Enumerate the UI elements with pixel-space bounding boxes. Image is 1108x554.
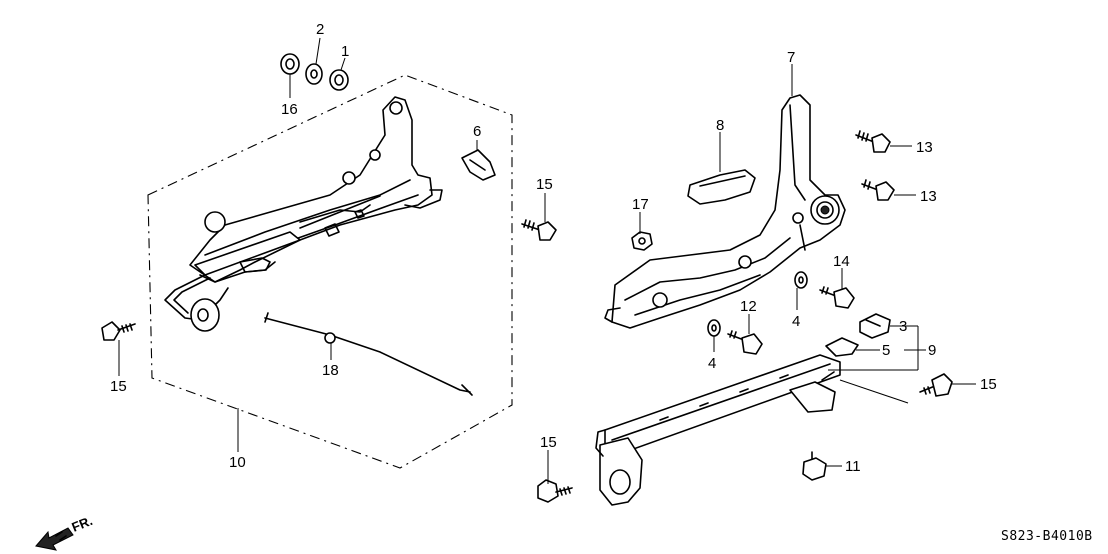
- nut-17: [631, 231, 653, 251]
- nut-16: [280, 53, 300, 75]
- callout-8: 8: [716, 117, 724, 134]
- callout-6: 6: [473, 123, 481, 140]
- callout-15-upper: 15: [536, 176, 553, 193]
- part-6-bracket: [461, 149, 496, 181]
- cover-8: [687, 169, 756, 205]
- callout-15-right: 15: [980, 376, 997, 393]
- callout-14: 14: [833, 253, 850, 270]
- diagram-code: S823-B4010B: [1001, 529, 1093, 544]
- washer-4-right: [794, 271, 808, 289]
- callout-7: 7: [787, 49, 795, 66]
- callout-5: 5: [882, 342, 890, 359]
- bolt-13-upper: [855, 130, 891, 153]
- leader-lines: [118, 37, 976, 484]
- washer-4-left: [707, 319, 721, 337]
- callout-1: 1: [341, 43, 349, 60]
- callout-12: 12: [740, 298, 757, 315]
- callout-2: 2: [316, 21, 324, 38]
- bolt-13-lower: [861, 179, 895, 201]
- bolt-15-lower: [537, 479, 573, 503]
- clip-5: [825, 337, 859, 357]
- callout-4-left: 4: [708, 355, 716, 372]
- callout-16: 16: [281, 101, 298, 118]
- bolt-15-upper: [521, 219, 557, 241]
- callout-15-left: 15: [110, 378, 127, 395]
- front-arrow-icon: [35, 527, 74, 551]
- lower-rail-assembly: [595, 354, 841, 506]
- bolt-14: [819, 286, 855, 309]
- bolt-12: [727, 330, 763, 355]
- bolt-11: [802, 451, 827, 481]
- callout-13-upper: 13: [916, 139, 933, 156]
- callout-15-lower: 15: [540, 434, 557, 451]
- washer-2: [305, 63, 323, 85]
- callout-17: 17: [632, 196, 649, 213]
- left-seat-adjuster: [164, 96, 443, 332]
- bolt-15-right: [919, 373, 953, 397]
- clip-3: [859, 313, 891, 339]
- front-label: FR.: [70, 513, 95, 535]
- callout-13-lower: 13: [920, 188, 937, 205]
- callout-18: 18: [322, 362, 339, 379]
- bolt-15-left: [101, 321, 136, 341]
- assembly-10-boundary: [147, 74, 513, 469]
- callout-3: 3: [899, 318, 907, 335]
- cable-18: [264, 312, 473, 396]
- callout-11: 11: [845, 458, 861, 475]
- callout-10: 10: [229, 454, 246, 471]
- seat-frame-7: [604, 94, 846, 329]
- nut-1: [329, 69, 349, 91]
- callout-9: 9: [928, 342, 936, 359]
- callout-4-right: 4: [792, 313, 800, 330]
- assembly-10-group: [147, 74, 513, 469]
